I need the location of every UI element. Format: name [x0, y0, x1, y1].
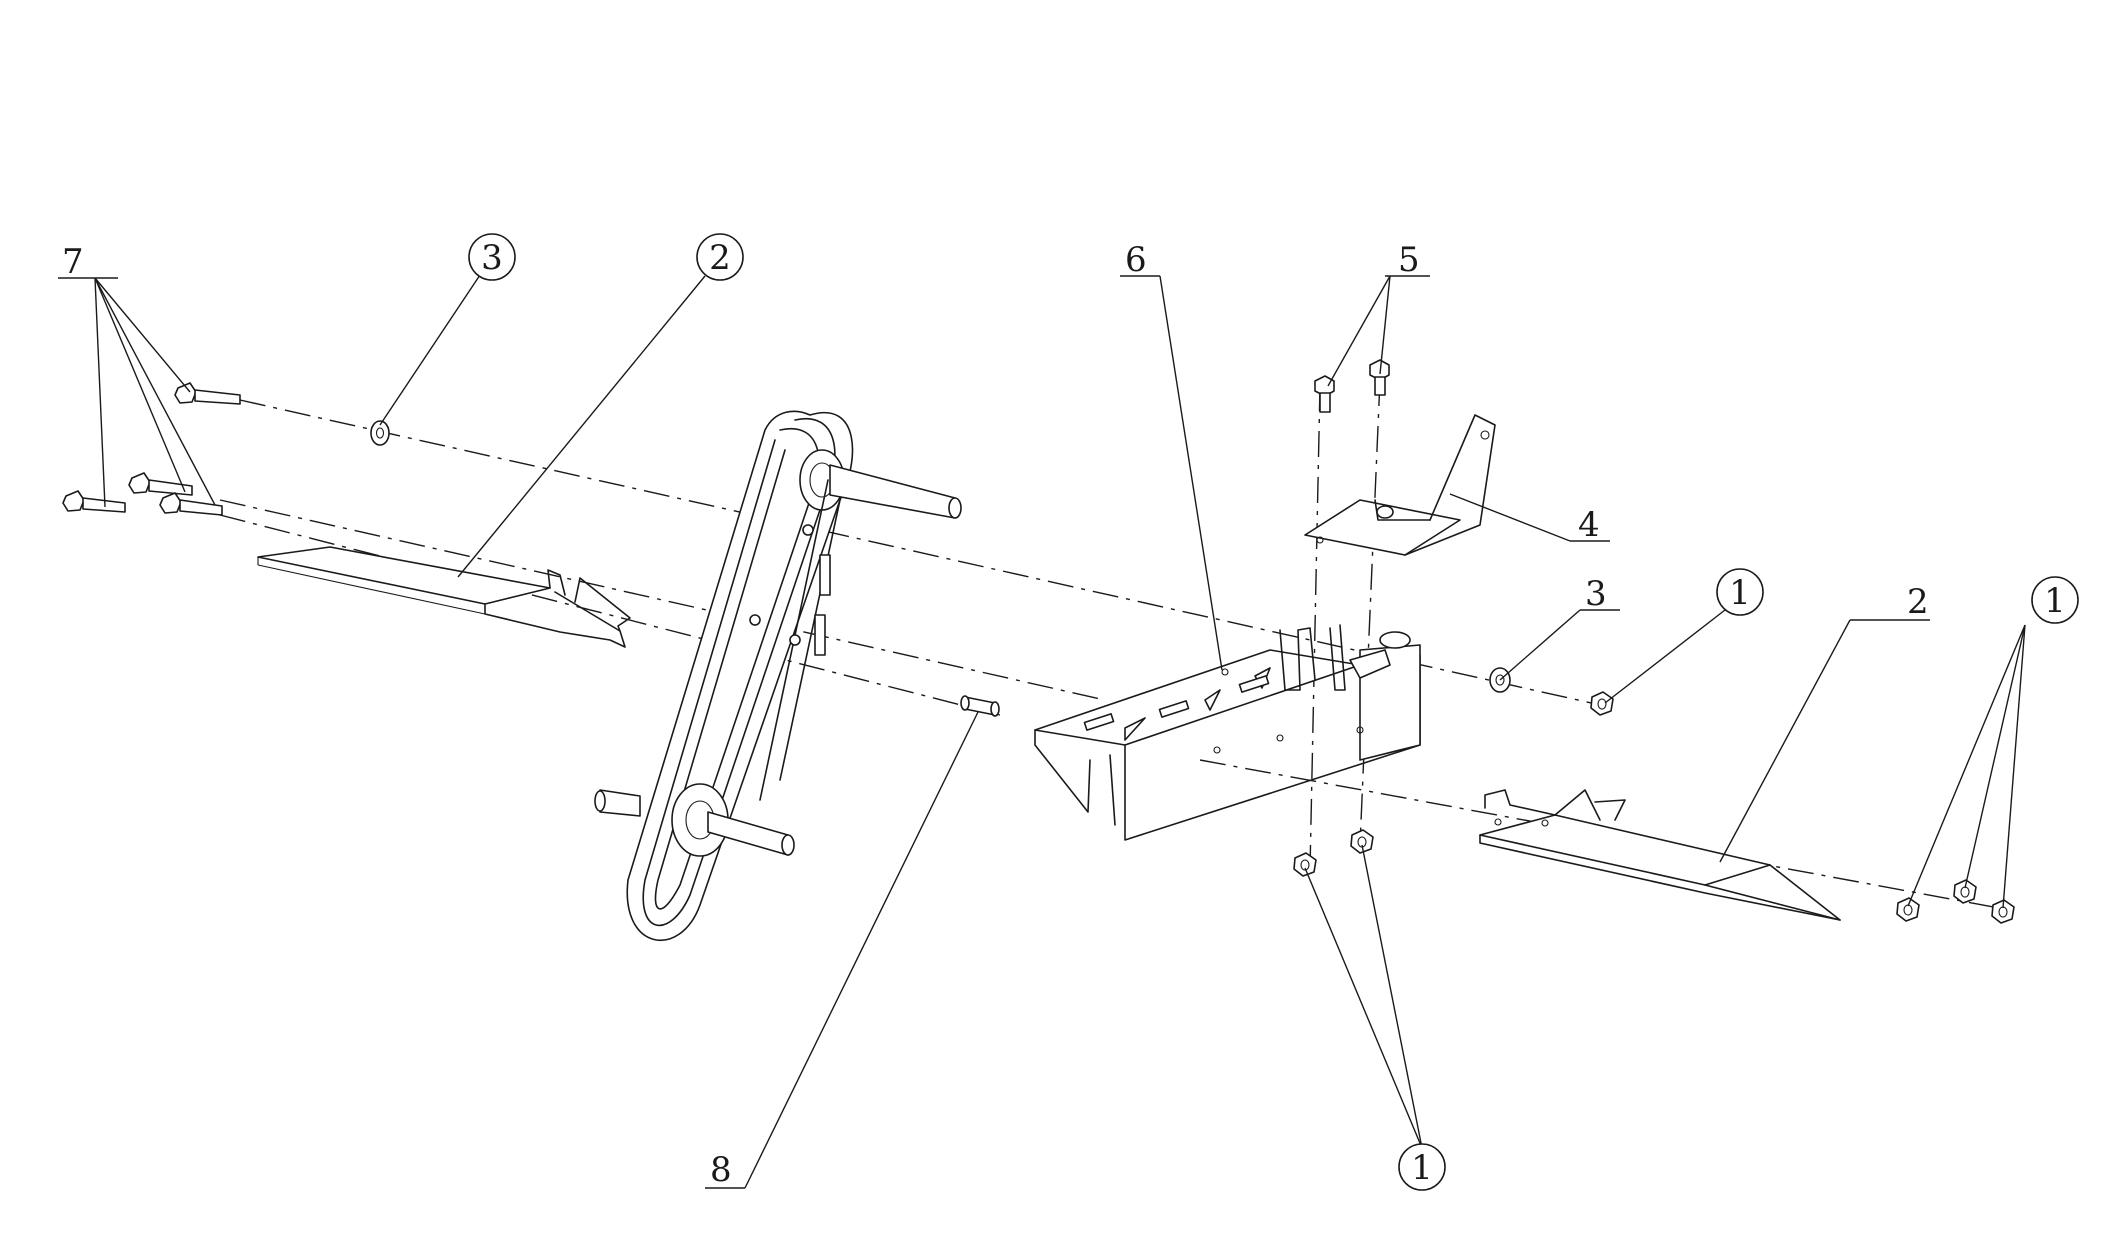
- callout-1c-circle: [1398, 1143, 1446, 1191]
- nut-far-right-2: [1953, 879, 1977, 904]
- assembly-axis-lines: [219, 379, 2011, 911]
- belt-pulley-assembly: [594, 410, 962, 942]
- bolt-middle: [128, 472, 193, 496]
- bolt-lower-right: [159, 492, 223, 516]
- nuts-part-1: [1293, 691, 2015, 924]
- angle-bracket-part-4: [1304, 414, 1496, 556]
- callout-1b: 1: [2044, 581, 2066, 621]
- callout-1b-circle: [2031, 576, 2079, 624]
- callout-5: 5: [1398, 240, 1420, 280]
- callout-1a: 1: [1729, 573, 1751, 613]
- bolt-lower-left: [62, 490, 126, 513]
- callout-2b: 2: [1907, 582, 1929, 622]
- callout-1a-circle: [1716, 568, 1764, 616]
- leader-lines: [58, 274, 2026, 1189]
- spacer-part-8: [960, 695, 1000, 717]
- callout-3a-circle: [468, 233, 516, 281]
- bolts-part-7: [62, 382, 241, 516]
- nut-far-right-1: [1896, 897, 1920, 922]
- nut-lower-right: [1350, 829, 1374, 854]
- callout-1c: 1: [1411, 1148, 1433, 1188]
- callout-8: 8: [710, 1150, 732, 1190]
- callout-labels: 7 3 2 6 5 4 3 1 2 1 8 1: [62, 233, 2079, 1191]
- nut-right-1: [1590, 691, 1614, 716]
- callout-3b: 3: [1585, 574, 1607, 614]
- bolts-part-5: [1314, 359, 1390, 413]
- bolt-5-left: [1314, 375, 1335, 413]
- callout-7: 7: [62, 242, 84, 282]
- washer-part-3-left: [370, 420, 390, 446]
- bolt-5-right: [1369, 359, 1390, 396]
- guide-plate-part-2-right: [1479, 789, 1841, 921]
- bolt-upper: [174, 382, 241, 405]
- main-bracket-part-6: [1034, 624, 1421, 841]
- callout-6: 6: [1125, 240, 1147, 280]
- nut-lower-left: [1293, 852, 1317, 877]
- callout-4: 4: [1578, 505, 1600, 545]
- callout-2a: 2: [709, 238, 731, 278]
- callout-3a: 3: [481, 238, 503, 278]
- guide-plate-part-2-left: [257, 546, 631, 648]
- callout-2a-circle: [696, 233, 744, 281]
